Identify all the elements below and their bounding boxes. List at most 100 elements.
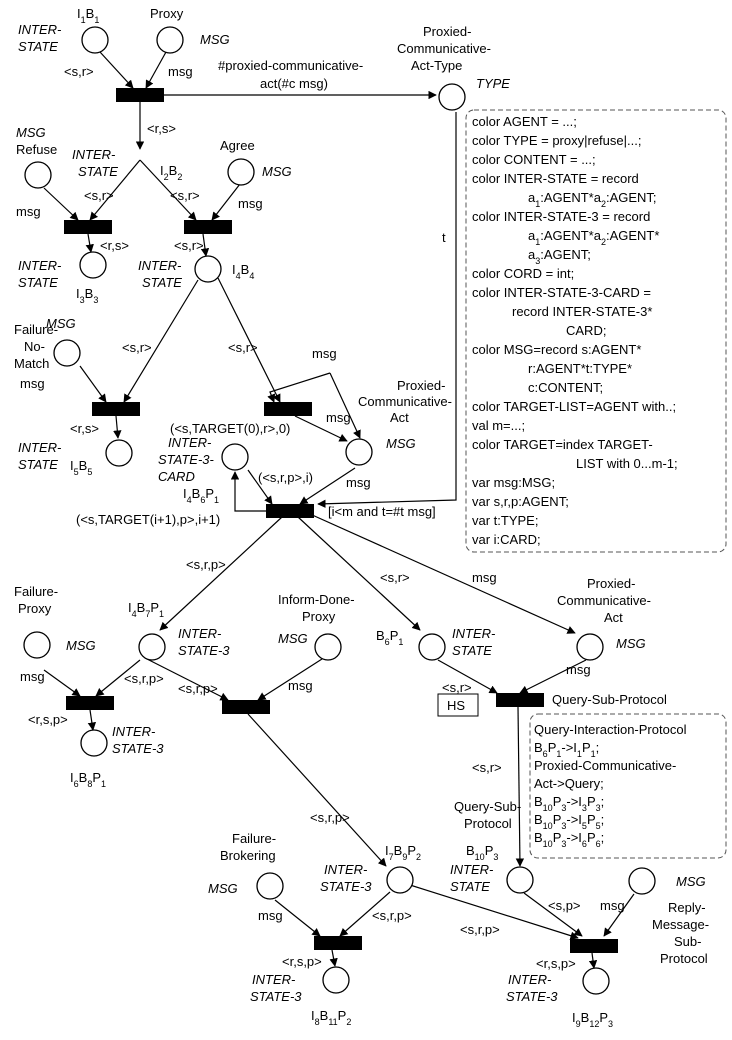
arc-label: <s,r> bbox=[170, 188, 200, 203]
label-fp-2: Proxy bbox=[18, 601, 52, 616]
type-proxy: MSG bbox=[200, 32, 230, 47]
arc-label: msg bbox=[346, 475, 371, 490]
decl-line: a1:AGENT*a2:AGENT* bbox=[528, 228, 659, 247]
arc-label: (<s,TARGET(i+1),p>,i+1) bbox=[76, 512, 220, 527]
arc-label: <s,r> bbox=[442, 680, 472, 695]
label-i1b1: I1B1 bbox=[77, 6, 99, 25]
type-fb: MSG bbox=[208, 881, 238, 896]
place-i6b8p1 bbox=[80, 729, 108, 757]
type-refuse: MSG bbox=[16, 125, 46, 140]
label-pca1-2: Communicative- bbox=[358, 394, 452, 409]
label-pca2-2: Communicative- bbox=[557, 593, 651, 608]
label-i3b3: I3B3 bbox=[76, 286, 98, 305]
map-line: B10P3->I6P6; bbox=[534, 830, 604, 849]
transition-failure-proxy bbox=[66, 696, 114, 710]
arc-label: <r,s> bbox=[70, 421, 99, 436]
label-i9b12p3: I9B12P3 bbox=[572, 1010, 613, 1029]
decl-line: CARD; bbox=[566, 323, 606, 338]
decl-line: r:AGENT*t:TYPE* bbox=[528, 361, 632, 376]
label-i6b8p1: I6B8P1 bbox=[70, 770, 106, 789]
place-failure-brokering bbox=[256, 872, 284, 900]
label-fnm-3: Match bbox=[14, 356, 49, 371]
decl-line: color TARGET-LIST=AGENT with..; bbox=[472, 399, 676, 414]
arc-label: <s,r> bbox=[380, 570, 410, 585]
arc-label: msg bbox=[20, 669, 45, 684]
type-i9b12p3-1: INTER- bbox=[508, 972, 552, 987]
label-i5b5: I5B5 bbox=[70, 458, 92, 477]
decl-line: color TYPE = proxy|refuse|...; bbox=[472, 133, 641, 148]
map-line: B6P1->I1P1; bbox=[534, 740, 599, 759]
transition-reply bbox=[570, 939, 618, 953]
place-i4b7p1 bbox=[138, 633, 166, 661]
type-i4b4-2: STATE bbox=[142, 275, 182, 290]
declarations-box bbox=[465, 109, 727, 553]
map-line: B10P3->I3P3; bbox=[534, 794, 604, 813]
label-fnm-1: Failure- bbox=[14, 322, 58, 337]
place-i4b6p1 bbox=[221, 443, 249, 471]
place-b6p1 bbox=[418, 633, 446, 661]
type-b10p3-1: INTER- bbox=[450, 862, 494, 877]
label-proxied-type-2: Communicative- bbox=[397, 41, 491, 56]
query-sub-protocol-label-2b: Protocol bbox=[464, 816, 512, 831]
hs-label: HS bbox=[447, 698, 465, 713]
arc-label: msg bbox=[238, 196, 263, 211]
arc-label: <s,r,p> bbox=[310, 810, 350, 825]
place-types: INTER- STATE MSG TYPE MSG INTER- STATE M… bbox=[16, 22, 706, 1004]
label-reply-1: Reply- bbox=[668, 900, 706, 915]
decl-line: var t:TYPE; bbox=[472, 513, 538, 528]
label-idp-2: Proxy bbox=[302, 609, 336, 624]
type-i4b7p1-2: STATE-3 bbox=[178, 643, 230, 658]
label-fb-2: Brokering bbox=[220, 848, 276, 863]
arc-label: <s,r> bbox=[174, 238, 204, 253]
place-inform-done bbox=[314, 633, 342, 661]
label-pca1-3: Act bbox=[390, 410, 409, 425]
type-i4b6p1-3: CARD bbox=[158, 469, 195, 484]
type-i3b3-2: STATE bbox=[18, 275, 58, 290]
decl-line: a1:AGENT*a2:AGENT; bbox=[528, 190, 657, 209]
arc-label: msg bbox=[258, 908, 283, 923]
type-i5b5-2: STATE bbox=[18, 457, 58, 472]
arcs bbox=[43, 51, 635, 969]
label-fp-1: Failure- bbox=[14, 584, 58, 599]
decl-line: var msg:MSG; bbox=[472, 475, 555, 490]
type-proxied-type: TYPE bbox=[476, 76, 510, 91]
place-i4b4 bbox=[194, 255, 222, 283]
label-refuse: Refuse bbox=[16, 142, 57, 157]
transition-failure-no-match bbox=[92, 402, 140, 416]
transition-inform-done bbox=[222, 700, 270, 714]
decl-line: color CONTENT = ...; bbox=[472, 152, 596, 167]
place-i3b3 bbox=[79, 251, 107, 279]
type-i6b8p1-1: INTER- bbox=[112, 724, 156, 739]
arc-label: <s,r> bbox=[472, 760, 502, 775]
type-i4b7p1-1: INTER- bbox=[178, 626, 222, 641]
place-proxied-act-2 bbox=[576, 633, 604, 661]
type-i7b9p2-1: INTER- bbox=[324, 862, 368, 877]
arc-label: msg bbox=[16, 204, 41, 219]
type-i1b1-1: INTER- bbox=[18, 22, 62, 37]
arc-label: msg bbox=[20, 376, 45, 391]
arc-label: <s,r> bbox=[64, 64, 94, 79]
transition-proxied-act bbox=[264, 402, 312, 416]
label-b6p1: B6P1 bbox=[376, 628, 403, 647]
arc-label: <s,r,p> bbox=[124, 671, 164, 686]
transition-query-sub-protocol bbox=[496, 693, 544, 707]
mapping-box bbox=[529, 713, 727, 859]
place-reply bbox=[628, 867, 656, 895]
decl-line: record INTER-STATE-3* bbox=[512, 304, 652, 319]
type-i2b2-2: STATE bbox=[78, 164, 118, 179]
arc-label: (<s,r,p>,i) bbox=[258, 470, 313, 485]
type-idp: MSG bbox=[278, 631, 308, 646]
transition-failure-brokering bbox=[314, 936, 362, 950]
decl-line: a3:AGENT; bbox=[528, 247, 591, 266]
label-pca2-1: Proxied- bbox=[587, 576, 635, 591]
guard-label: [i<m and t=#t msg] bbox=[328, 504, 436, 519]
arc-label: t bbox=[442, 230, 446, 245]
arc-label: msg bbox=[288, 678, 313, 693]
label-agree: Agree bbox=[220, 138, 255, 153]
transition-proxy bbox=[116, 88, 164, 102]
label-reply-4: Protocol bbox=[660, 951, 708, 966]
place-names: I1B1 Proxy Proxied- Communicative- Act-T… bbox=[14, 6, 709, 1029]
place-i1b1 bbox=[81, 26, 109, 54]
arc-label-2: act(#c msg) bbox=[260, 76, 328, 91]
decl-line: color INTER-STATE-3-CARD = bbox=[472, 285, 651, 300]
